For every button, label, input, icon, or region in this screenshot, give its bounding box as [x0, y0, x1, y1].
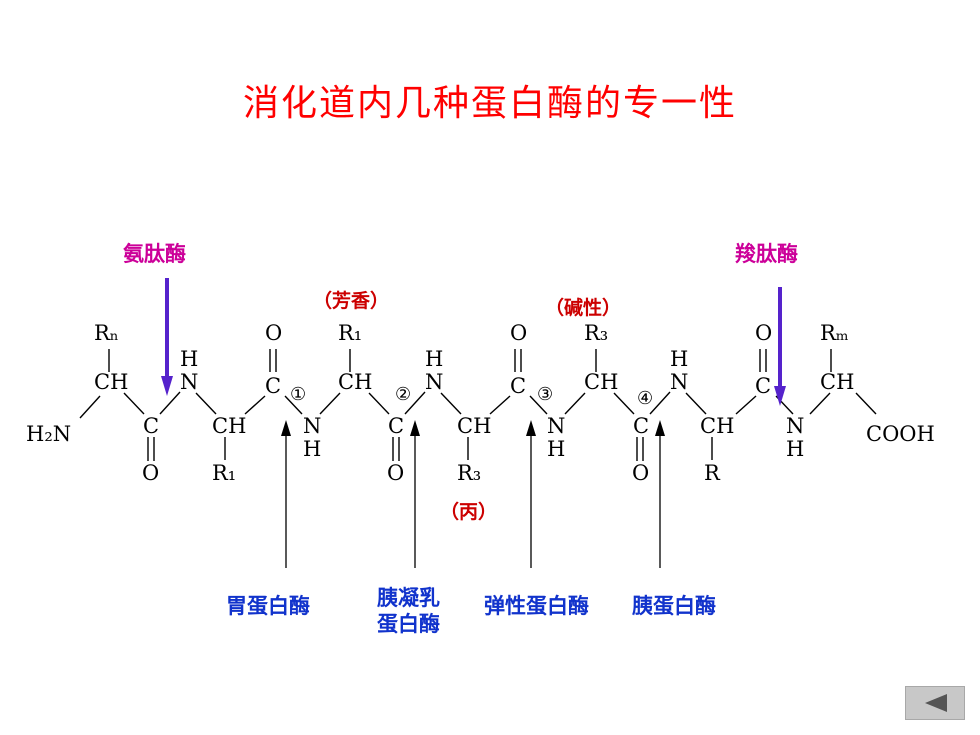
elastase-label: 弹性蛋白酶	[484, 593, 589, 618]
svg-text:H: H	[303, 437, 321, 461]
bond-lines	[79, 349, 877, 461]
svg-text:Rₙ: Rₙ	[94, 321, 119, 345]
svg-text:R₃: R₃	[584, 321, 608, 345]
svg-text:C: C	[388, 414, 404, 438]
site-1-marker: ①	[290, 384, 306, 405]
svg-text:N: N	[180, 370, 198, 394]
chymotrypsin-label-line1: 胰凝乳	[377, 585, 440, 610]
aminopeptidase-label: 氨肽酶	[123, 241, 186, 266]
svg-text:O: O	[265, 321, 282, 345]
aromatic-note: （芳香）	[313, 290, 390, 312]
svg-text:O: O	[142, 461, 159, 485]
alanine-note: （丙）	[440, 501, 498, 523]
svg-text:C: C	[755, 374, 771, 398]
cleavage-site-markers: ① ② ③ ④	[290, 384, 653, 409]
amino-terminus: H₂N	[26, 422, 71, 446]
svg-text:CH: CH	[338, 370, 372, 394]
svg-text:C: C	[510, 374, 526, 398]
svg-text:H: H	[670, 347, 688, 371]
svg-text:O: O	[632, 461, 649, 485]
carboxypeptidase-label: 羧肽酶	[735, 241, 798, 266]
atom-labels: H₂N Rₙ CH C O H N CH R₁ O C N H R₁ CH C …	[26, 321, 935, 485]
pepsin-label: 胃蛋白酶	[226, 593, 310, 618]
endopeptidase-arrows	[285, 432, 661, 568]
svg-text:C: C	[143, 414, 159, 438]
svg-text:CH: CH	[700, 414, 734, 438]
site-2-marker: ②	[395, 384, 411, 405]
trypsin-label: 胰蛋白酶	[632, 593, 716, 618]
svg-text:C: C	[633, 414, 649, 438]
svg-text:R₁: R₁	[338, 321, 362, 345]
svg-text:N: N	[786, 414, 804, 438]
svg-text:CH: CH	[820, 370, 854, 394]
svg-text:R: R	[704, 461, 721, 485]
svg-text:R₁: R₁	[212, 461, 236, 485]
svg-text:CH: CH	[457, 414, 491, 438]
svg-text:C: C	[265, 374, 281, 398]
svg-text:CH: CH	[94, 370, 128, 394]
svg-text:R₃: R₃	[457, 461, 481, 485]
svg-text:H: H	[180, 347, 198, 371]
svg-text:N: N	[547, 414, 565, 438]
carboxypeptidase-arrow	[774, 287, 786, 406]
aminopeptidase-arrow	[161, 278, 173, 396]
svg-text:H: H	[425, 347, 443, 371]
carboxyl-terminus: COOH	[866, 422, 935, 446]
svg-text:N: N	[303, 414, 321, 438]
svg-text:CH: CH	[212, 414, 246, 438]
chymotrypsin-label-line2: 蛋白酶	[377, 611, 440, 636]
basic-note: （碱性）	[545, 297, 622, 319]
page-title: 消化道内几种蛋白酶的专一性	[242, 83, 737, 124]
svg-text:H: H	[547, 437, 565, 461]
site-4-marker: ④	[637, 388, 653, 409]
svg-text:H: H	[786, 437, 804, 461]
svg-text:N: N	[425, 370, 443, 394]
svg-text:O: O	[387, 461, 404, 485]
site-3-marker: ③	[537, 384, 553, 405]
back-arrow-icon	[925, 694, 947, 712]
back-button[interactable]	[905, 686, 965, 720]
svg-text:Rₘ: Rₘ	[820, 321, 849, 345]
svg-text:CH: CH	[584, 370, 618, 394]
svg-text:O: O	[755, 321, 772, 345]
svg-text:O: O	[510, 321, 527, 345]
svg-text:N: N	[670, 370, 688, 394]
